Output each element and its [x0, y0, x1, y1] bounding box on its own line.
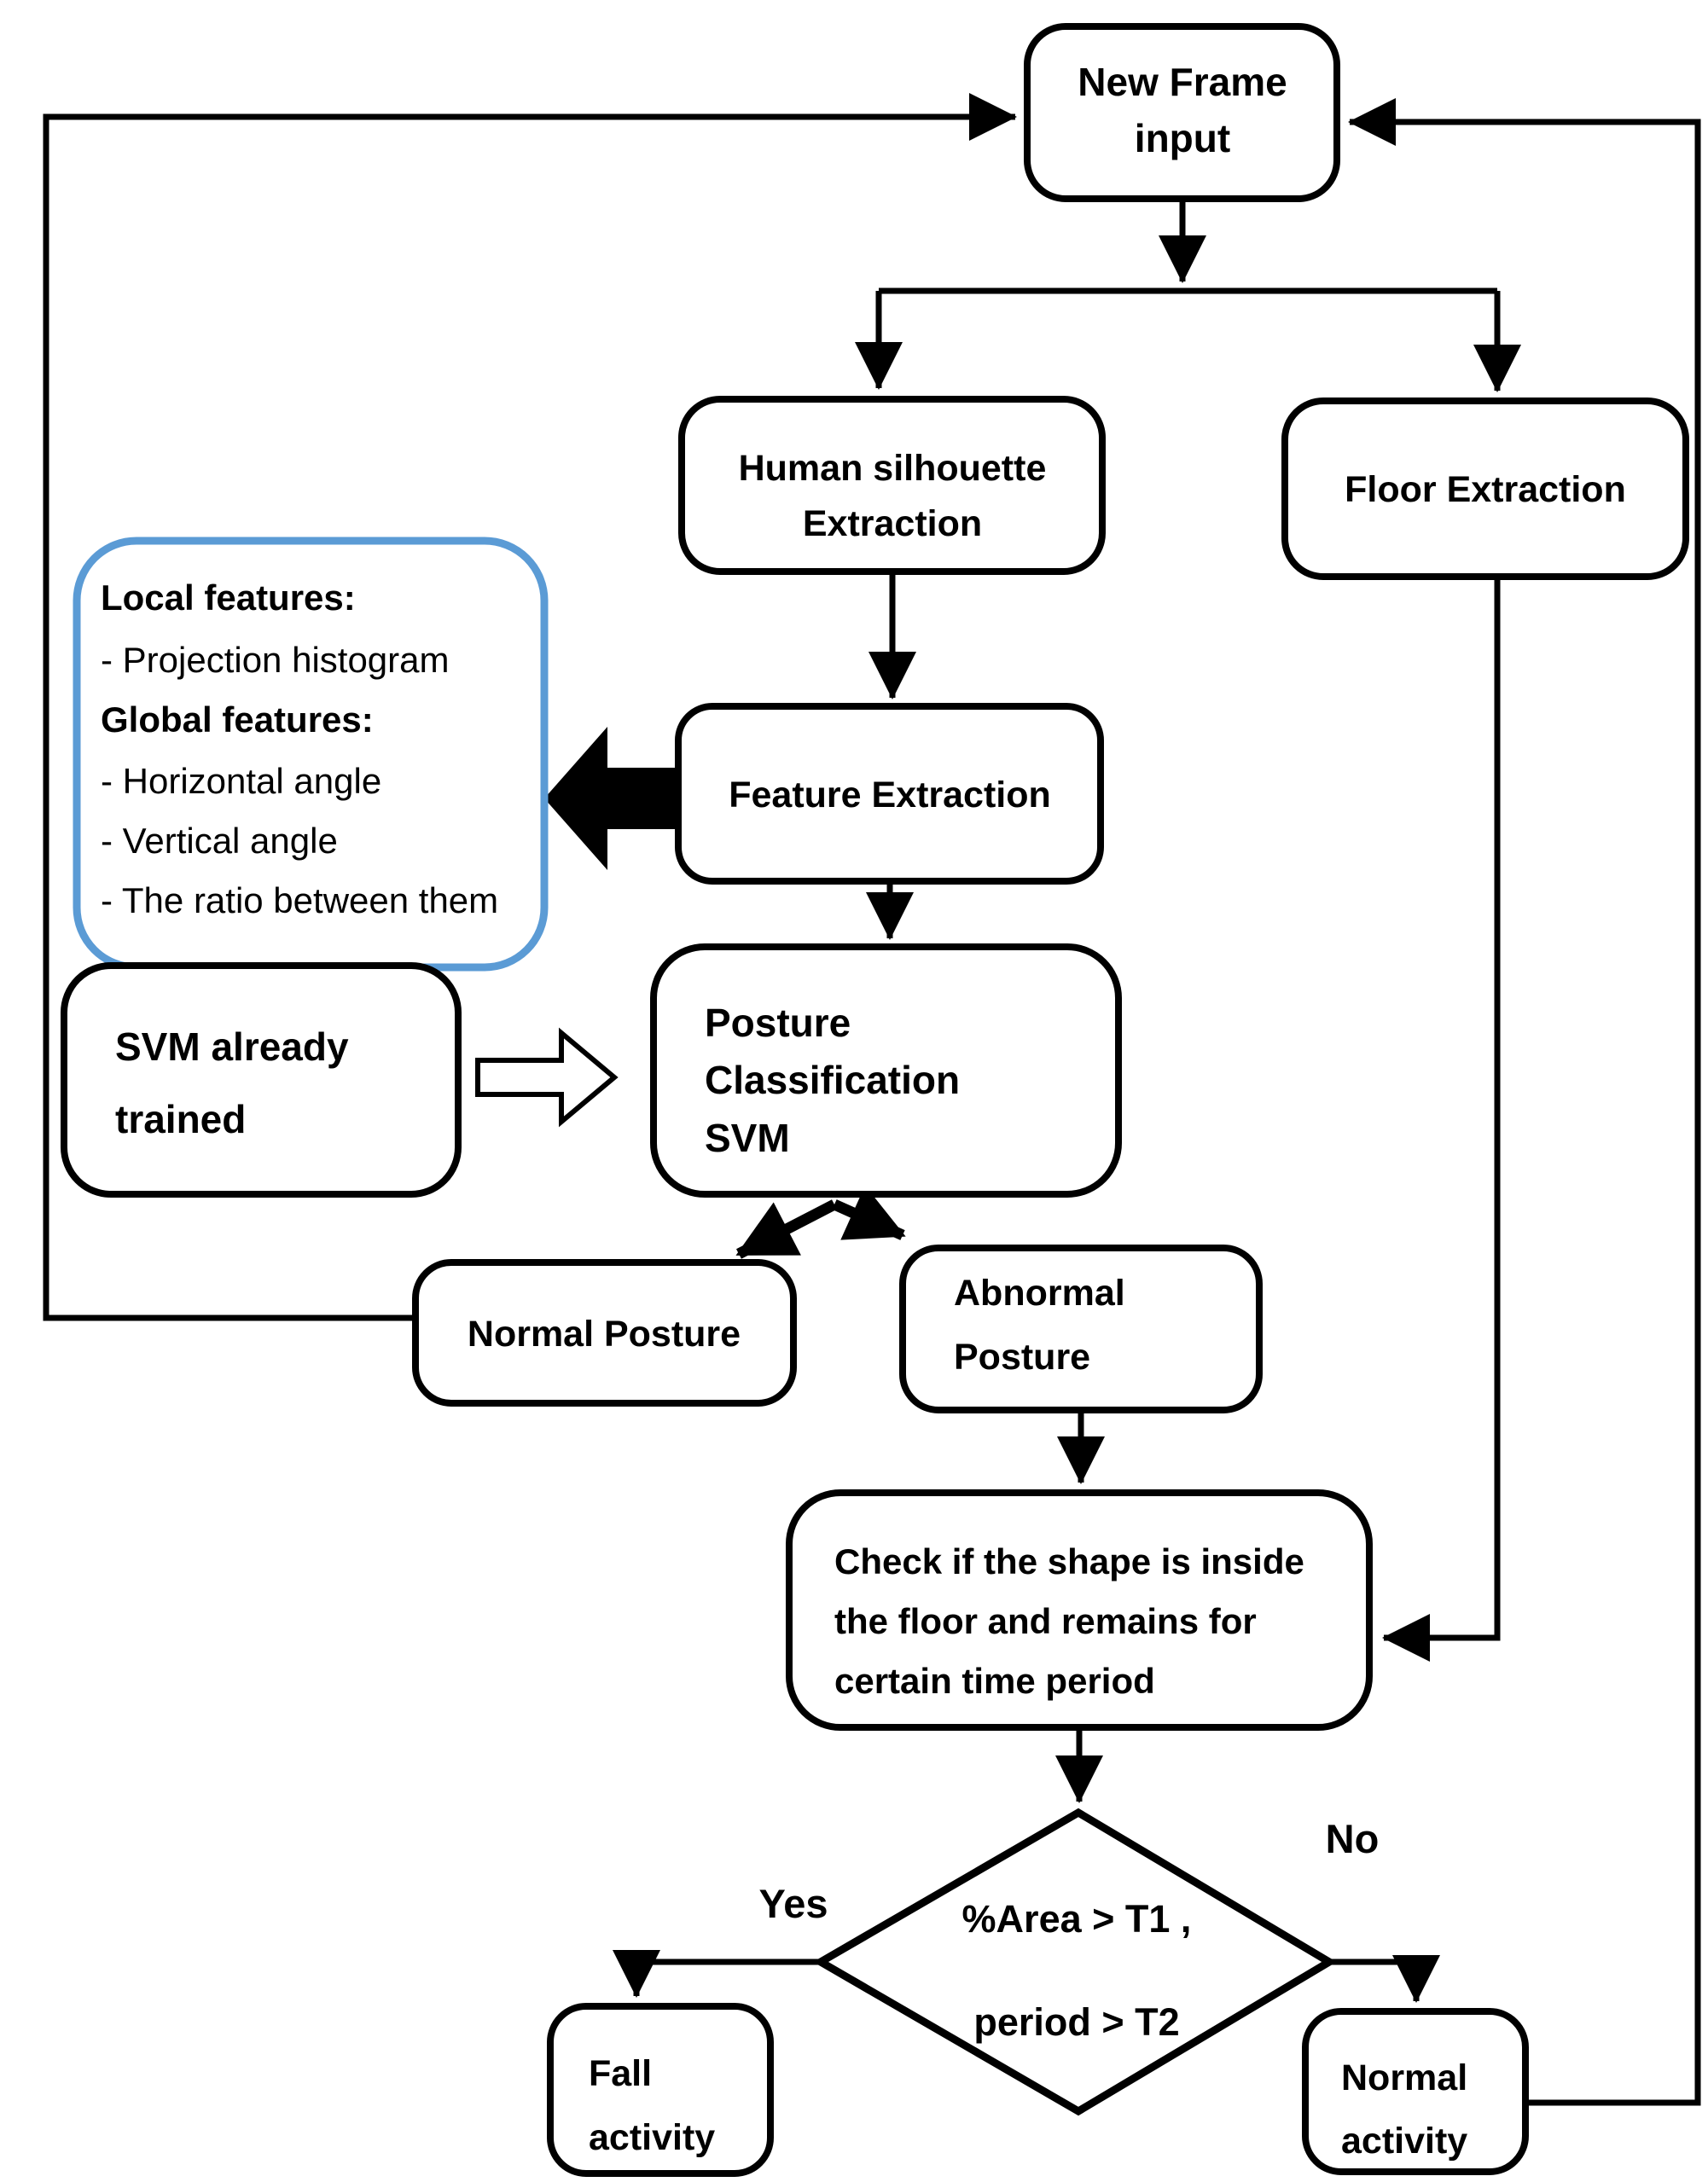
posture-classification-text-3: SVM — [705, 1116, 790, 1160]
node-new-frame-input: New Frame input — [1024, 23, 1340, 202]
new-frame-box — [1024, 23, 1340, 202]
features-note-item-2: - Horizontal angle — [101, 761, 381, 801]
features-note-header-1: Local features: — [101, 577, 356, 618]
human-silhouette-text-2: Extraction — [803, 503, 982, 544]
edge-normal-posture-to-new-frame — [43, 93, 1017, 1321]
feature-extraction-text: Feature Extraction — [729, 775, 1051, 815]
node-decision-diamond: %Area > T1 , period > T2 — [813, 1808, 1337, 2116]
human-silhouette-box — [678, 396, 1106, 575]
edge-posture-to-abnormal — [832, 1185, 906, 1240]
edge-decision-yes — [613, 1950, 821, 1998]
decision-text-1: %Area > T1 , — [962, 1897, 1192, 1941]
abnormal-posture-text-1: Abnormal — [954, 1273, 1125, 1314]
decision-diamond-shape — [813, 1808, 1337, 2116]
features-note-header-2: Global features: — [101, 699, 374, 740]
abnormal-posture-box — [899, 1245, 1263, 1413]
node-features-note: Local features: - Projection histogram G… — [73, 537, 549, 972]
edge-posture-to-normal — [735, 1199, 837, 1259]
features-note-item-4: - The ratio between them — [101, 880, 498, 920]
edge-floor-to-check — [1382, 577, 1501, 1662]
new-frame-text-2: input — [1135, 116, 1230, 160]
features-note-item-3: - Vertical angle — [101, 821, 338, 861]
edge-decision-no — [1329, 1955, 1440, 2003]
floor-extraction-text: Floor Extraction — [1345, 469, 1626, 510]
features-note-item-1: - Projection histogram — [101, 640, 450, 680]
edge-normal-activity-to-new-frame — [1348, 98, 1701, 2106]
node-normal-activity: Normal activity — [1302, 2008, 1529, 2175]
posture-classification-text-2: Classification — [705, 1058, 960, 1102]
floor-check-text-2: the floor and remains for — [834, 1601, 1257, 1641]
block-arrow-left-icon — [544, 727, 683, 870]
decision-text-2: period > T2 — [973, 2000, 1179, 2044]
posture-classification-box — [650, 943, 1122, 1198]
svm-trained-text-2: trained — [115, 1097, 246, 1141]
normal-activity-text-1: Normal — [1341, 2057, 1467, 2098]
floor-check-text-1: Check if the shape is inside — [834, 1541, 1304, 1581]
human-silhouette-text-1: Human silhouette — [739, 448, 1047, 489]
node-posture-classification: Posture Classification SVM — [650, 943, 1122, 1198]
node-fall-activity: Fall activity — [547, 2003, 774, 2177]
svm-trained-text-1: SVM already — [115, 1024, 349, 1069]
node-abnormal-posture: Abnormal Posture — [899, 1245, 1263, 1413]
normal-activity-text-2: activity — [1341, 2121, 1467, 2162]
node-floor-extraction: Floor Extraction — [1281, 398, 1689, 580]
hollow-arrow-right-icon — [475, 1027, 619, 1128]
new-frame-text-1: New Frame — [1078, 60, 1287, 104]
floor-check-text-3: certain time period — [834, 1661, 1155, 1701]
feature-extraction-box — [675, 703, 1104, 885]
svm-trained-box — [61, 962, 462, 1198]
floor-extraction-box — [1281, 398, 1689, 580]
node-feature-extraction: Feature Extraction — [675, 703, 1104, 885]
node-svm-already-trained: SVM already trained — [61, 962, 462, 1198]
posture-classification-text-1: Posture — [705, 1001, 851, 1045]
normal-posture-text: Normal Posture — [468, 1314, 741, 1355]
normal-activity-box — [1302, 2008, 1529, 2175]
fall-activity-text-1: Fall — [589, 2053, 652, 2094]
node-floor-check: Check if the shape is inside the floor a… — [786, 1489, 1373, 1731]
normal-posture-box — [412, 1259, 797, 1407]
floor-check-box — [786, 1489, 1373, 1731]
label-no: No — [1326, 1816, 1380, 1861]
abnormal-posture-text-2: Posture — [954, 1337, 1090, 1378]
fall-activity-box — [547, 2003, 774, 2177]
node-normal-posture: Normal Posture — [412, 1259, 797, 1407]
label-yes: Yes — [758, 1881, 828, 1926]
node-human-silhouette-extraction: Human silhouette Extraction — [678, 396, 1106, 575]
fall-activity-text-2: activity — [589, 2117, 715, 2158]
